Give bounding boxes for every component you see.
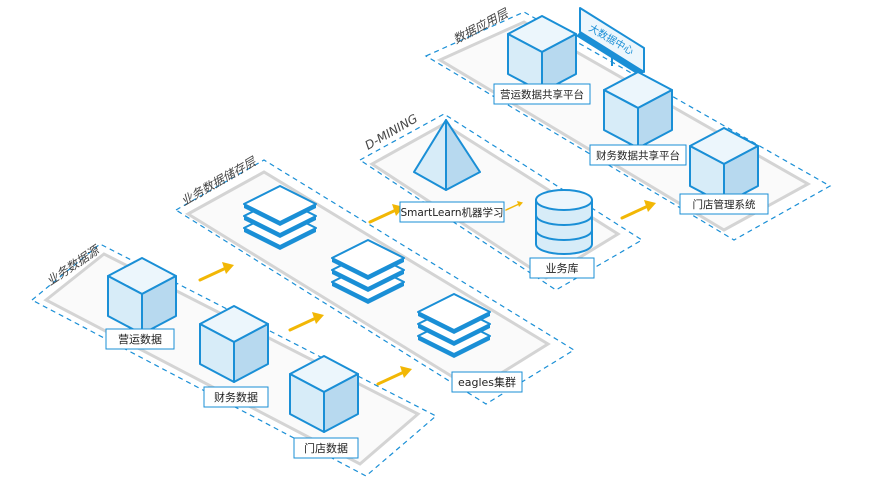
- layer-source-frame: [30, 243, 438, 477]
- arrow-right-icon: [288, 310, 326, 332]
- layer-source: 业务数据源 营运数据 财务数据 门店数据: [30, 242, 438, 477]
- mendian-data-label: 门店数据: [293, 437, 359, 459]
- caiwu-platform-label: 财务数据共享平台: [589, 144, 687, 166]
- arrow-right-icon: [198, 260, 236, 282]
- svg-text:SmartLearn机器学习: SmartLearn机器学习: [400, 206, 503, 219]
- layer-mining-frame: [358, 113, 644, 291]
- svg-text:财务数据: 财务数据: [214, 390, 258, 404]
- pyramid-icon: [413, 119, 481, 191]
- yingyun-data-label: 营运数据: [105, 328, 175, 350]
- smartlearn-label: SmartLearn机器学习: [399, 201, 505, 223]
- layer-app-frame: [424, 11, 832, 241]
- layer-storage-frame: [174, 159, 576, 405]
- mendian-system-label: 门店管理系统: [679, 193, 769, 215]
- arrow-right-icon: [376, 364, 414, 386]
- eagles-cluster-label: eagles集群: [451, 371, 523, 393]
- svg-text:营运数据共享平台: 营运数据共享平台: [500, 88, 584, 101]
- svg-text:门店数据: 门店数据: [304, 441, 348, 455]
- database-icon: [535, 189, 593, 255]
- svg-text:业务库: 业务库: [546, 262, 579, 275]
- monitor-screen-icon: [576, 7, 645, 76]
- svg-text:门店管理系统: 门店管理系统: [693, 198, 756, 211]
- svg-text:营运数据: 营运数据: [118, 332, 162, 346]
- yewuku-label: 业务库: [529, 257, 595, 279]
- arrow-right-icon: [620, 198, 658, 220]
- yingyun-platform-label: 营运数据共享平台: [493, 83, 591, 105]
- layer-mining: D-MINING SmartLearn机器学习 业务库: [358, 111, 644, 291]
- svg-text:eagles集群: eagles集群: [458, 375, 516, 389]
- caiwu-data-label: 财务数据: [203, 386, 269, 408]
- arrow-right-icon: [368, 202, 406, 224]
- svg-text:财务数据共享平台: 财务数据共享平台: [596, 149, 680, 162]
